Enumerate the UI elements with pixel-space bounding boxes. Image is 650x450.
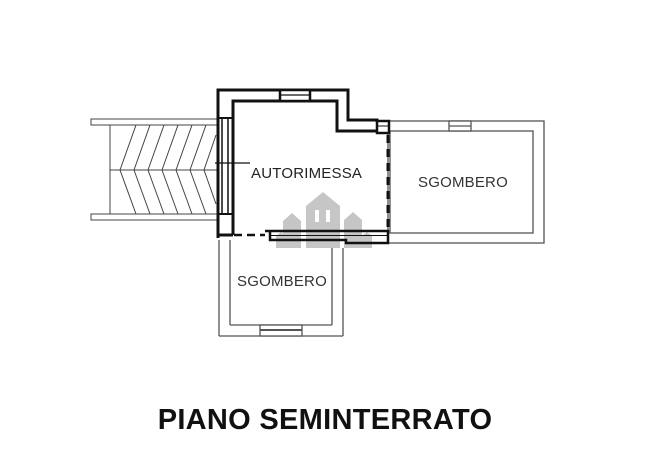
room-label-sgombero-right: SGOMBERO <box>418 174 508 191</box>
garage-walls <box>215 88 391 245</box>
ramp-chevron-icon <box>90 118 220 221</box>
storage-room-bottom <box>218 240 344 337</box>
room-label-autorimessa: AUTORIMESSA <box>251 165 363 182</box>
room-label-sgombero-bottom: SGOMBERO <box>237 273 327 290</box>
plan-title: PIANO SEMINTERRATO <box>157 404 493 436</box>
